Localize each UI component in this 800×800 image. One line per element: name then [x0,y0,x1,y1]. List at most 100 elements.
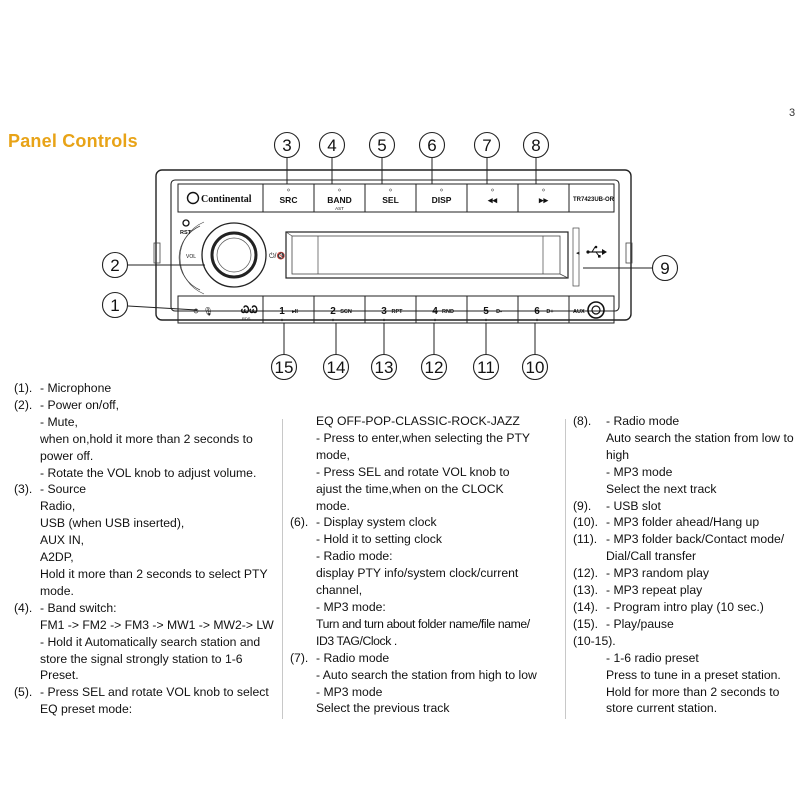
instruction-line: (3).- Source [14,481,284,498]
instruction-text: - Auto search the station from high to l… [316,667,537,682]
instruction-text: - MP3 folder back/Contact mode/ [606,532,785,547]
callout-number: 9 [660,259,669,278]
instruction-text: - Radio mode [316,650,390,665]
preset-label: SCN [340,309,352,315]
instruction-line: (10).- MP3 folder ahead/Hang up [573,514,798,531]
callout-number: 13 [375,358,394,377]
callout-7: 7 [473,131,501,159]
item-number [290,447,316,464]
instruction-line: USB (when USB inserted), [14,515,284,532]
instruction-text: when on,hold it more than 2 seconds to [40,431,253,446]
instruction-text: - MP3 folder ahead/Hang up [606,515,760,530]
preset-number: 1 [279,306,285,317]
instruction-text: display PTY info/system clock/current [316,566,519,581]
item-number [573,481,606,498]
item-number: (12). [573,566,599,581]
item-number [573,684,606,701]
instruction-text: - Press to enter,when selecting the PTY [316,430,531,445]
instruction-line: - Radio mode: [290,548,560,565]
callout-number: 1 [110,296,119,315]
instruction-text: Dial/Call transfer [606,549,697,564]
column-middle: EQ OFF-POP-CLASSIC-ROCK-JAZZ - Press to e… [290,413,560,717]
item-number [14,566,40,583]
item-number [290,700,316,717]
svg-text:⏻/🔇: ⏻/🔇 [269,251,285,260]
top-button-4[interactable]: DISP [415,183,468,213]
top-button-label: BAND [327,195,352,205]
item-number [290,667,316,684]
item-number [573,464,606,481]
callout-number: 3 [282,136,291,155]
rds-logo: ᏇᏇ RDS [240,304,258,321]
instruction-text: - Radio mode [606,414,680,428]
instruction-line: mode, [290,447,560,464]
microphone: 🎙 [193,307,213,316]
item-number [14,651,40,668]
item-number [14,414,40,431]
instruction-line: - Rotate the VOL knob to adjust volume. [14,465,284,482]
instruction-text: - Hold it to setting clock [316,532,442,547]
item-number [290,464,316,481]
instruction-line: - Hold it to setting clock [290,531,560,548]
item-number [14,634,40,651]
callout-number: 7 [482,136,491,155]
callout-3: 3 [273,131,301,159]
top-button-6[interactable]: ▸▸ [517,183,570,213]
item-number [14,448,40,465]
instruction-line: mode. [290,498,560,515]
instruction-text: EQ OFF-POP-CLASSIC-ROCK-JAZZ [316,414,520,428]
instruction-line: (11).- MP3 folder back/Contact mode/ [573,531,798,548]
callout-number: 8 [531,136,540,155]
svg-text:🎙: 🎙 [203,307,213,316]
top-button-5[interactable]: ◂◂ [466,183,519,213]
column-divider [282,419,283,719]
callout-11: 11 [472,353,500,380]
preset-label: D+ [546,309,553,315]
callout-number: 10 [526,358,545,377]
faceplate-inner [170,179,620,312]
top-button-3[interactable]: SEL [364,183,417,213]
preset-button-1[interactable]: 1▸II [262,295,315,324]
instruction-text: ajust the time,when on the CLOCK [316,481,504,496]
instruction-line: (4).- Band switch: [14,600,284,617]
aux-label: AUX [573,309,585,315]
preset-label: D- [496,309,502,315]
item-number [290,548,316,565]
instruction-line: ID3 TAG/Clock . [290,633,560,650]
instruction-text: mode. [316,498,350,513]
item-number: (15). [573,616,599,631]
item-number [290,565,316,582]
column-divider [565,419,566,719]
instruction-text: - MP3 mode [606,464,673,479]
item-number: (13). [573,583,599,598]
instruction-line: - MP3 mode: [290,599,560,616]
instruction-line: Preset. [14,667,284,684]
callout-9: 9 [651,254,679,282]
item-number [573,430,606,447]
item-number [290,616,316,633]
item-number [290,481,316,498]
instruction-line: (14).- Program intro play (10 sec.) [573,599,798,616]
callout-number: 14 [327,358,346,377]
instruction-text: - MP3 mode [316,684,383,699]
item-number: (2). [14,397,33,412]
instruction-line: Dial/Call transfer [573,548,798,565]
item-number [14,465,40,482]
instruction-line: (13).- MP3 repeat play [573,582,798,599]
top-button-1[interactable]: SRC [262,183,315,213]
instruction-line: AUX IN, [14,532,284,549]
instruction-text: - Hold it Automatically search station a… [40,634,261,649]
top-button-label: DISP [432,195,452,205]
item-number [573,667,606,684]
item-number: (14). [573,599,599,614]
instruction-text: - Rotate the VOL knob to adjust volume. [40,465,257,480]
continental-logo: Continental [186,191,252,205]
instruction-line: Select the next track [573,481,798,498]
item-number [290,413,316,430]
